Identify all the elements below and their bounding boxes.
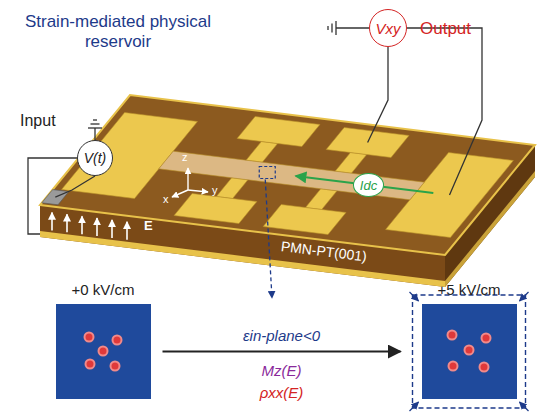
title: Strain-mediated physical reservoir: [18, 12, 218, 51]
magnetic-film: [56, 304, 151, 399]
axis-label: y: [212, 184, 218, 197]
meter-label: Vxy: [375, 20, 400, 37]
magnetic-film: [422, 304, 517, 399]
wires: [28, 21, 482, 234]
panel-heading: +5 kV/cm: [414, 281, 524, 298]
voltmeter: Vxy: [369, 9, 407, 47]
voltage-source: V(t): [77, 140, 113, 176]
magnetization-label: Mz(E): [262, 362, 302, 379]
substrate: [40, 95, 535, 287]
skyrmion-panel: +0 kV/cm: [48, 281, 158, 399]
axis-label: z: [182, 151, 188, 164]
axes: [172, 168, 208, 197]
skyrmion-panel: +5 kV/cm: [414, 281, 524, 399]
meter-label: Idc: [360, 178, 377, 193]
axis-label: x: [163, 193, 169, 206]
output-label: Output: [420, 19, 471, 39]
panel-heading: +0 kV/cm: [48, 281, 158, 298]
current-arrow: [296, 176, 434, 193]
strain-outline: [413, 295, 526, 408]
zoom-box: [259, 167, 275, 179]
transition-arrow: [163, 351, 401, 353]
current-source: Idc: [353, 173, 384, 197]
zoom-leader: [265, 180, 272, 299]
resistivity-label: ρxx(E): [260, 384, 304, 401]
strain-label: εin-plane<0: [241, 327, 322, 344]
field-label: E: [144, 219, 153, 234]
meter-label: V(t): [84, 150, 107, 166]
input-label: Input: [20, 112, 56, 130]
